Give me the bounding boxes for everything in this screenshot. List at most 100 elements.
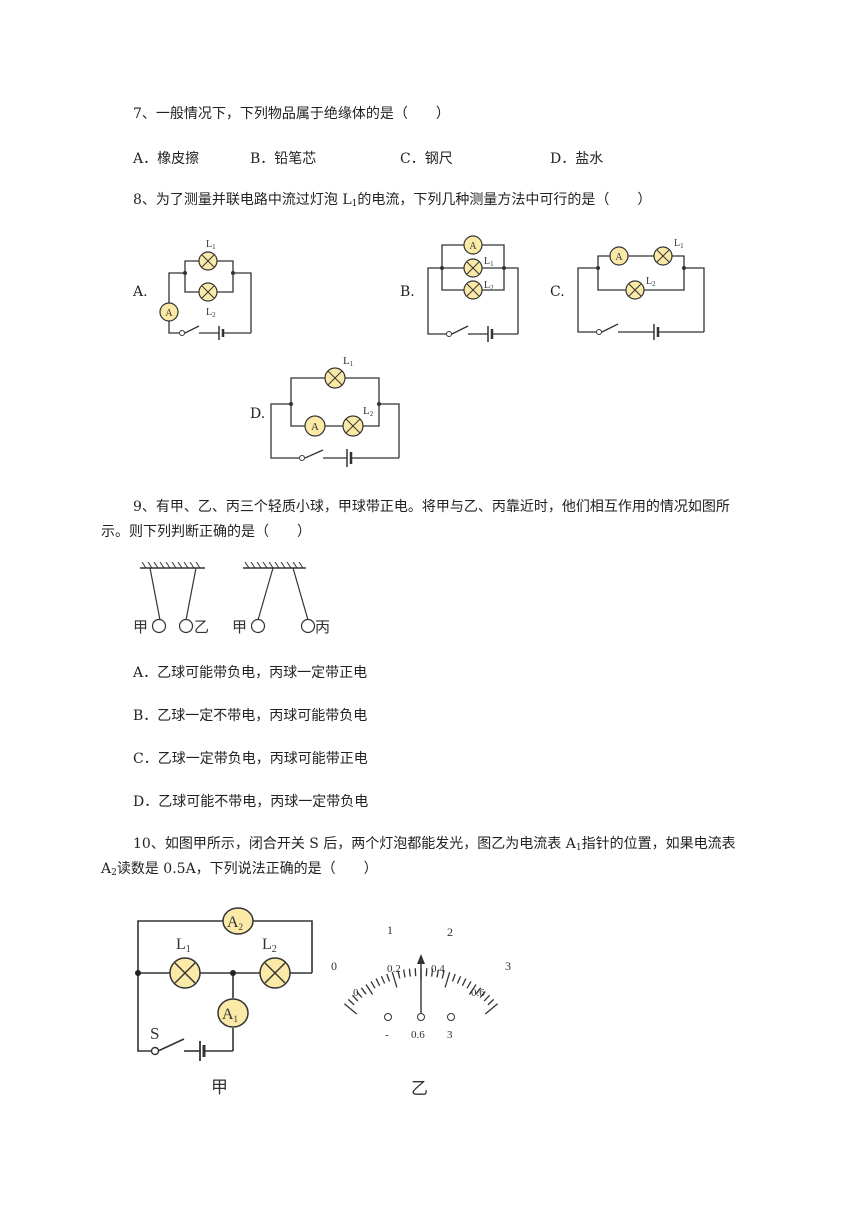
dial-tick	[483, 994, 491, 1002]
ball-yi	[178, 618, 194, 634]
lamp1-label: L1	[484, 256, 494, 268]
ball-bing	[300, 618, 316, 634]
ball-jia	[151, 618, 167, 634]
needle	[417, 954, 425, 1016]
terminal-3-label: 3	[447, 1029, 453, 1041]
q10-stem-line2: A2读数是 0.5A，下列说法正确的是（ ）	[101, 859, 378, 883]
lamp1-label: L1	[343, 355, 354, 368]
q8-label-c: C.	[550, 284, 565, 300]
l1-label: L1	[176, 936, 191, 955]
q8-label-d: D.	[250, 406, 266, 422]
switch-label: S	[150, 1024, 159, 1043]
l2-label: L2	[262, 936, 277, 955]
terminal-neg	[384, 1013, 392, 1021]
circuit-b-figure: A L1 L2	[427, 235, 519, 342]
lamp1-label: L1	[674, 238, 684, 250]
ammeter-icon: A	[159, 302, 179, 322]
label-bing: 丙	[315, 620, 330, 636]
lower-scale-3: 0.6	[471, 987, 485, 999]
q7-stem: 7、一般情况下，下列物品属于绝缘体的是（ ）	[133, 106, 450, 122]
upper-scale-2: 2	[447, 925, 453, 939]
ammeter-dial-figure: 0 1 2 3 0 0.2 0.4 0.6 - 0.6 3 乙	[331, 923, 511, 1098]
dial-tick	[444, 972, 451, 988]
fig-label-jia: 甲	[211, 1078, 228, 1097]
q7-option-d: D．盐水	[550, 151, 604, 167]
q9-option-c: C．乙球一定带负电，丙球可能带正电	[133, 751, 368, 767]
lamp-icon	[198, 282, 218, 302]
ammeter-a2-icon: A2	[222, 907, 254, 935]
q8-label-b: B.	[400, 284, 415, 300]
circuit-jia-figure: A2 A1 L1 L2 S 甲	[135, 907, 313, 1097]
dial-ticks	[343, 968, 499, 1015]
terminal-06-label: 0.6	[411, 1029, 425, 1041]
dial-tick	[441, 970, 445, 979]
dial-tick	[370, 981, 376, 989]
q8-label-a: A.	[133, 284, 148, 300]
dial-tick	[386, 973, 391, 982]
dial-tick	[461, 978, 467, 987]
svg-text:A: A	[311, 421, 319, 433]
svg-text:A1: A1	[222, 1006, 238, 1024]
lamp2-label: L2	[484, 280, 494, 292]
upper-scale-1: 1	[387, 923, 393, 937]
lamp-icon	[342, 415, 364, 437]
q7-option-a: A．橡皮擦	[133, 151, 200, 167]
ammeter-label: A	[165, 308, 173, 319]
dial-tick	[414, 968, 417, 977]
terminal-06	[417, 1013, 425, 1021]
q7-option-c: C．钢尺	[400, 151, 453, 167]
dial-tick	[365, 984, 374, 995]
ball-jia-2	[250, 618, 266, 634]
q8-stem: 8、为了测量并联电路中流过灯泡 L1的电流，下列几种测量方法中可行的是（ ）	[133, 190, 651, 214]
dial-tick	[360, 987, 367, 995]
dial-tick	[408, 968, 411, 977]
q10-stem2-sub: 2	[111, 868, 117, 878]
lamp1-label: L1	[206, 239, 216, 251]
dial-tick	[479, 990, 486, 998]
terminal-3	[447, 1013, 455, 1021]
q8-stem-post: 的电流，下列几种测量方法中可行的是（ ）	[357, 192, 652, 208]
dial-tick	[466, 981, 472, 989]
q8-stem-pre: 8、为了测量并联电路中流过灯泡 L	[133, 192, 352, 208]
q10-stem-line1: 10、如图甲所示，闭合开关 S 后，两个灯泡都能发光，图乙为电流表 A1指针的位…	[133, 834, 736, 858]
dial-tick	[456, 975, 462, 984]
upper-scale-0: 0	[331, 959, 337, 973]
ammeter-icon: A	[463, 235, 483, 255]
lamp2-label: L2	[363, 405, 374, 418]
svg-text:A: A	[615, 252, 623, 263]
q9-stem-line2: 示。则下列判断正确的是（ ）	[101, 524, 311, 540]
q9-option-a: A．乙球可能带负电，丙球一定带正电	[133, 665, 368, 681]
svg-text:A2: A2	[227, 914, 243, 932]
lower-scale-2: 0.4	[431, 963, 445, 975]
fig-label-yi: 乙	[411, 1079, 428, 1098]
dial-tick	[484, 1003, 499, 1015]
label-yi: 乙	[194, 620, 209, 636]
lamp-icon	[463, 280, 483, 300]
circuit-c-figure: A L1 L2	[577, 238, 705, 340]
terminal-neg-label: -	[385, 1029, 389, 1041]
q10-stem2-post: 读数是 0.5A，下列说法正确的是（ ）	[116, 861, 378, 877]
q9-option-b: B．乙球一定不带电，丙球可能带负电	[133, 708, 368, 724]
lamp-l2-icon	[259, 957, 291, 989]
dial-tick	[402, 969, 406, 978]
lamp-l1-icon	[169, 957, 201, 989]
q10-stem2-pre: A	[101, 861, 112, 877]
q9-option-d: D．乙球可能不带电，丙球一定带负电	[133, 794, 369, 810]
dial-tick	[487, 998, 495, 1006]
dial-tick	[351, 994, 359, 1002]
q10-stem-post: 指针的位置，如果电流表	[581, 836, 736, 852]
upper-scale-3: 3	[505, 959, 511, 973]
dial-tick	[343, 1003, 358, 1015]
circuit-d-figure: A L1 L2	[270, 355, 400, 467]
label-jia: 甲	[133, 620, 148, 636]
q10-stem-sub: 1	[575, 843, 582, 853]
q8-stem-sub: 1	[351, 199, 358, 209]
dial-tick	[425, 968, 428, 977]
lower-scale-1: 0.2	[387, 963, 401, 975]
lamp-icon	[198, 251, 218, 271]
lamp2-label: L2	[206, 307, 216, 319]
lamp-icon	[463, 258, 483, 278]
q10-stem-pre: 10、如图甲所示，闭合开关 S 后，两个灯泡都能发光，图乙为电流表 A	[133, 836, 576, 852]
label-jia-2: 甲	[232, 620, 247, 636]
lamp-icon	[625, 280, 645, 300]
